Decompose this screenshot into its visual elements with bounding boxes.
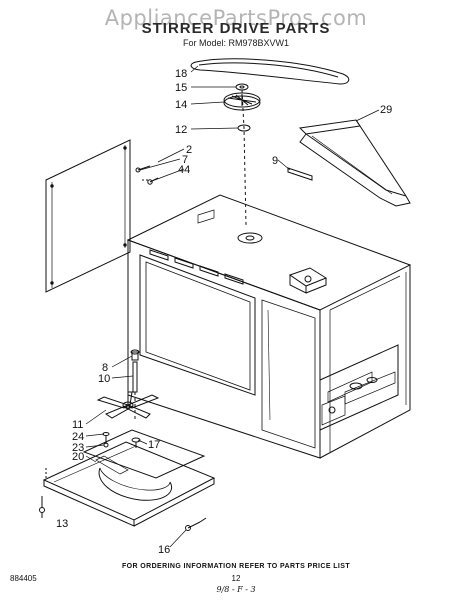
part-shaft [130, 349, 140, 420]
part-screws-2-7-44 [135, 165, 159, 185]
callout-7: 7 [182, 154, 188, 166]
callout-8: 8 [102, 362, 108, 374]
centerline [241, 89, 247, 226]
model-line: For Model: RM978BXVW1 [182, 38, 290, 48]
part-washer-15 [235, 83, 249, 91]
callout-13: 13 [56, 518, 68, 530]
callout-18: 18 [175, 68, 187, 80]
callout-2: 2 [186, 144, 192, 156]
callout-20: 20 [72, 451, 84, 463]
callout-11: 11 [72, 419, 83, 431]
part-screw-13 [39, 496, 45, 518]
callout-16: 16 [158, 544, 170, 556]
watermark: AppliancePartsPros.com [104, 6, 368, 30]
callout-10: 10 [98, 373, 110, 385]
part-screw-16 [185, 517, 207, 531]
handwritten-note: 9/8 - F - 3 [216, 585, 256, 594]
callout-23: 23 [72, 442, 84, 454]
part-stirrer-fan [96, 391, 160, 419]
part-pulley [223, 92, 261, 111]
page-number: 12 [231, 574, 241, 583]
part-clip [287, 167, 313, 181]
page-title: STIRRER DRIVE PARTS [141, 20, 331, 37]
callout-12: 12 [175, 124, 187, 136]
callout-9: 9 [272, 155, 278, 167]
part-side-panel [45, 139, 131, 293]
callout-17: 17 [148, 439, 160, 451]
part-belt [190, 58, 350, 85]
callout-44: 44 [178, 164, 190, 176]
part-base-plate [42, 441, 216, 527]
callout-15: 15 [175, 82, 187, 94]
part-cabinet [126, 194, 412, 459]
callout-29: 29 [380, 104, 392, 116]
callout-14: 14 [175, 99, 187, 111]
leader-lines [85, 65, 380, 548]
document-number: 884405 [10, 574, 37, 583]
part-bracket [298, 119, 411, 207]
callout-24: 24 [72, 431, 84, 443]
part-stirrer-cover [82, 429, 206, 501]
ordering-note: FOR ORDERING INFORMATION REFER TO PARTS … [121, 563, 351, 570]
